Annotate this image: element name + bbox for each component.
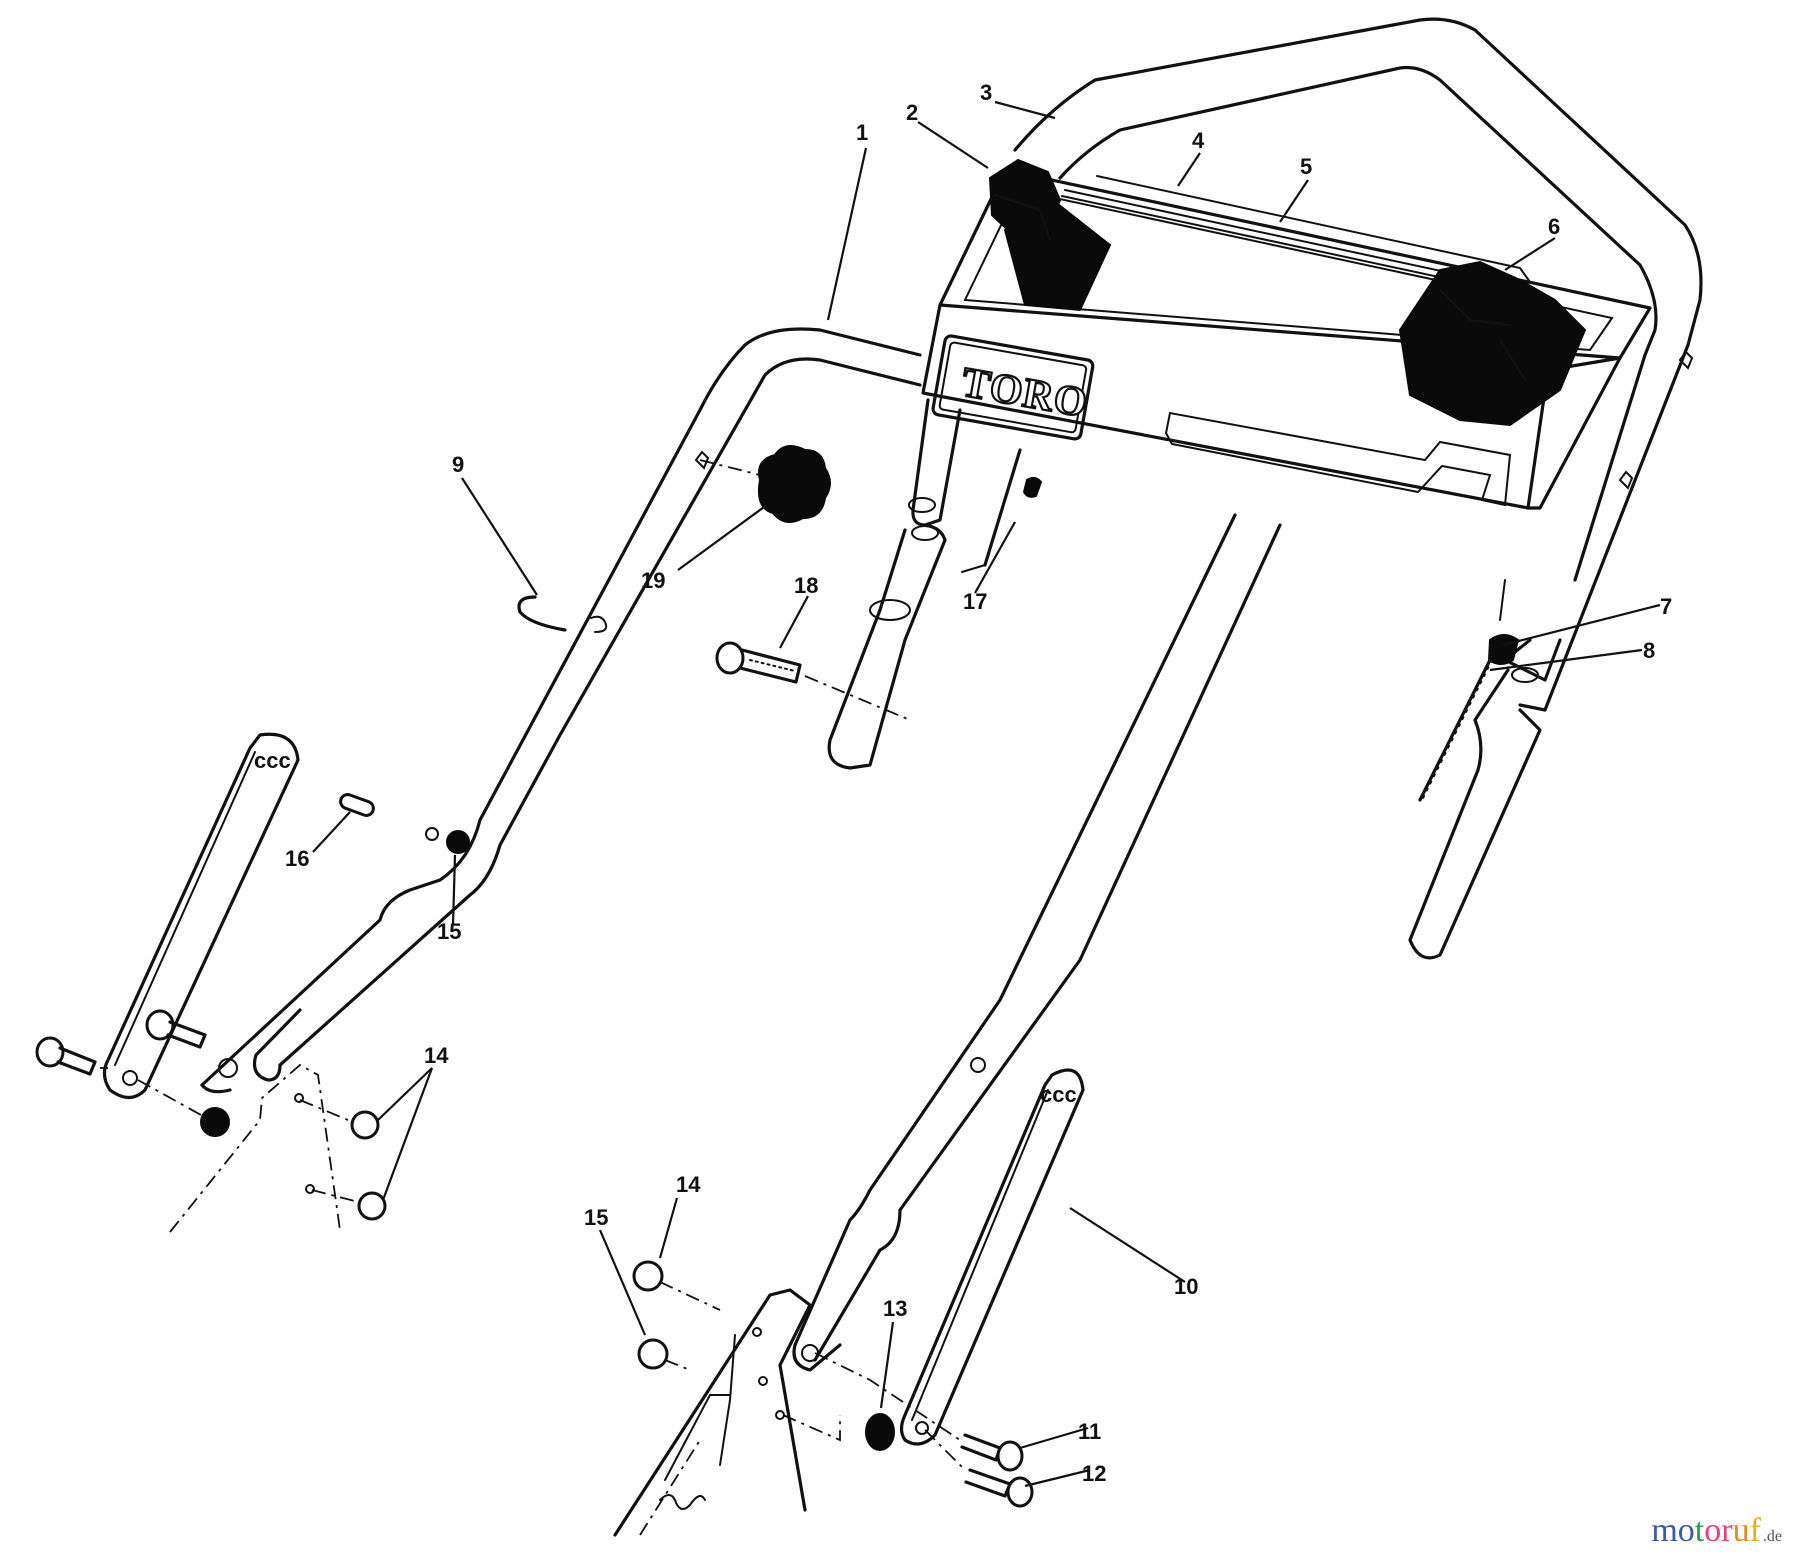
leader-lines [312, 100, 1661, 1488]
knob-19 [694, 445, 831, 523]
callout-2: 2 [906, 100, 918, 125]
callout-6: 6 [1548, 214, 1560, 239]
callout-15-left: 15 [437, 919, 461, 944]
lower-handle [200, 327, 1282, 1372]
spacer-13 [814, 1352, 961, 1451]
watermark-tld: .de [1762, 1528, 1782, 1545]
bolt-left-outer [35, 1036, 108, 1076]
watermark-letter: t [1694, 1512, 1705, 1549]
pin-16 [339, 793, 375, 817]
clip-9 [517, 595, 608, 633]
callout-14-right: 14 [676, 1172, 701, 1197]
motoruf-watermark: motoruf.de [1651, 1512, 1782, 1550]
callout-7: 7 [1660, 594, 1672, 619]
watermark-letter: r [1721, 1512, 1733, 1549]
callout-10: 10 [1174, 1274, 1198, 1299]
callout-16: 16 [285, 846, 309, 871]
callout-13: 13 [883, 1296, 907, 1321]
callout-17: 17 [963, 589, 987, 614]
cable-spring [1418, 579, 1520, 802]
callout-11: 11 [1078, 1419, 1101, 1444]
plate-marking: ccc [254, 748, 291, 773]
callout-19: 19 [641, 568, 665, 593]
bolt-18 [715, 641, 911, 721]
right-tube-segment [1408, 638, 1562, 960]
upper-handle [1013, 17, 1703, 712]
bolt-left-inner [145, 1009, 207, 1049]
watermark-letter: o [1677, 1512, 1695, 1549]
callout-labels: 1 2 3 4 5 6 7 8 9 10 11 12 13 14 14 15 1… [285, 80, 1672, 1486]
callout-14-left: 14 [424, 1043, 449, 1068]
watermark-letter: f [1749, 1512, 1761, 1549]
bracket-left [169, 1063, 387, 1233]
callout-4: 4 [1192, 128, 1205, 153]
callout-5: 5 [1300, 154, 1312, 179]
cable-17 [961, 448, 1043, 573]
callout-1: 1 [856, 120, 868, 145]
plate-marking-right: ccc [1040, 1082, 1077, 1107]
callout-9: 9 [452, 452, 464, 477]
control-lever-6 [1398, 260, 1587, 427]
callout-15-right: 15 [584, 1205, 608, 1230]
bracket-right [613, 1260, 841, 1537]
side-plate-left: ccc [102, 732, 300, 1100]
handle-tube-segments [827, 398, 962, 770]
bolt-11 [960, 1433, 1024, 1472]
control-lever-2 [988, 158, 1112, 312]
nut-15-left [425, 827, 470, 854]
callout-3: 3 [980, 80, 992, 105]
watermark-letter: u [1732, 1512, 1750, 1549]
callout-12: 12 [1082, 1461, 1106, 1486]
side-plate-right: ccc [899, 1068, 1085, 1446]
callout-8: 8 [1643, 638, 1655, 663]
watermark-letter: o [1704, 1512, 1722, 1549]
callout-18: 18 [794, 573, 818, 598]
washer-left [137, 1079, 230, 1137]
watermark-letter: m [1651, 1512, 1678, 1549]
